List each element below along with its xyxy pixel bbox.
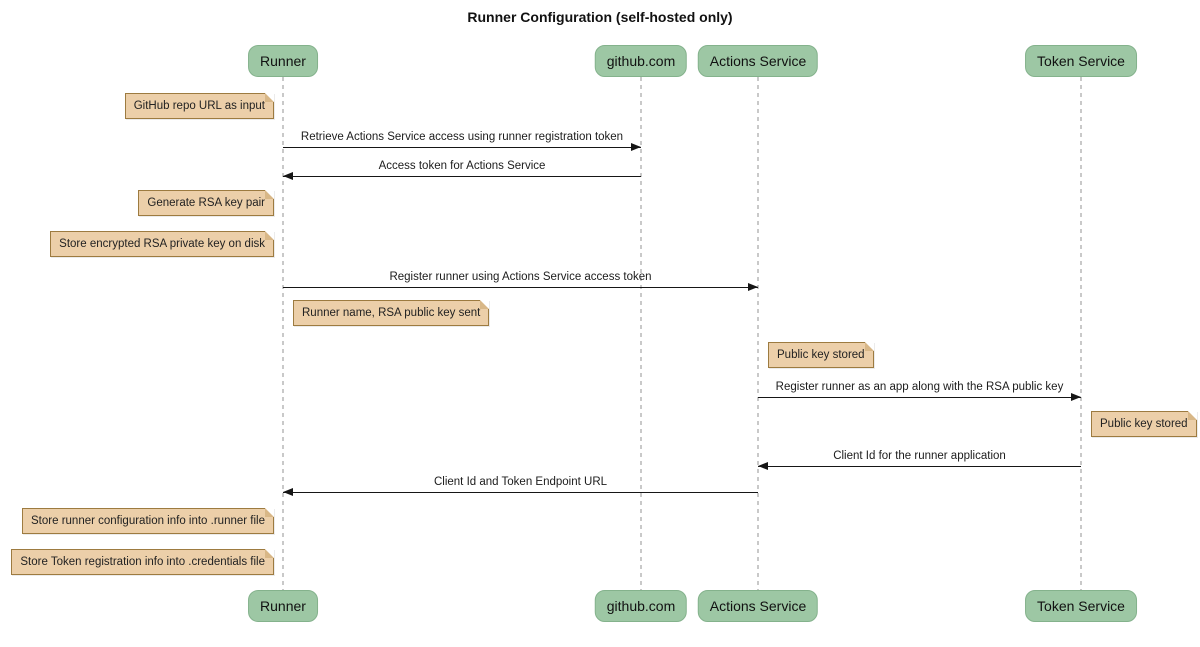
note-6: Public key stored	[1091, 411, 1197, 437]
actor-actions-bottom: Actions Service	[697, 590, 819, 622]
lifeline-token	[1080, 77, 1082, 590]
message-arrowhead-1	[631, 143, 641, 151]
note-8: Store Token registration info into .cred…	[11, 549, 274, 575]
lifeline-runner	[282, 77, 284, 590]
message-label-4: Register runner as an app along with the…	[775, 381, 1064, 393]
lifeline-github	[640, 77, 642, 590]
actor-github-top: github.com	[594, 45, 688, 77]
note-7: Store runner configuration info into .ru…	[22, 508, 274, 534]
message-arrowhead-5	[758, 462, 768, 470]
note-1: GitHub repo URL as input	[124, 93, 275, 119]
message-arrowhead-2	[283, 172, 293, 180]
message-arrowhead-4	[1071, 393, 1081, 401]
message-line-4	[758, 397, 1081, 398]
note-2: Generate RSA key pair	[138, 190, 274, 216]
note-5: Public key stored	[768, 342, 874, 368]
message-label-2: Access token for Actions Service	[378, 160, 546, 172]
message-label-3: Register runner using Actions Service ac…	[389, 271, 652, 283]
message-label-6: Client Id and Token Endpoint URL	[433, 476, 608, 488]
message-line-5	[758, 466, 1081, 467]
note-3: Store encrypted RSA private key on disk	[50, 231, 274, 257]
lifeline-actions	[757, 77, 759, 590]
note-4: Runner name, RSA public key sent	[293, 300, 490, 326]
message-label-5: Client Id for the runner application	[833, 450, 1006, 462]
diagram-title: Runner Configuration (self-hosted only)	[467, 9, 733, 25]
message-arrowhead-3	[748, 283, 758, 291]
actor-runner-bottom: Runner	[248, 590, 318, 622]
message-line-2	[283, 176, 641, 177]
actor-token-top: Token Service	[1025, 45, 1137, 77]
message-line-6	[283, 492, 758, 493]
message-label-1: Retrieve Actions Service access using ru…	[300, 131, 624, 143]
actor-runner-top: Runner	[248, 45, 318, 77]
message-arrowhead-6	[283, 488, 293, 496]
message-line-1	[283, 147, 641, 148]
actor-token-bottom: Token Service	[1025, 590, 1137, 622]
message-line-3	[283, 287, 758, 288]
actor-actions-top: Actions Service	[697, 45, 819, 77]
actor-github-bottom: github.com	[594, 590, 688, 622]
